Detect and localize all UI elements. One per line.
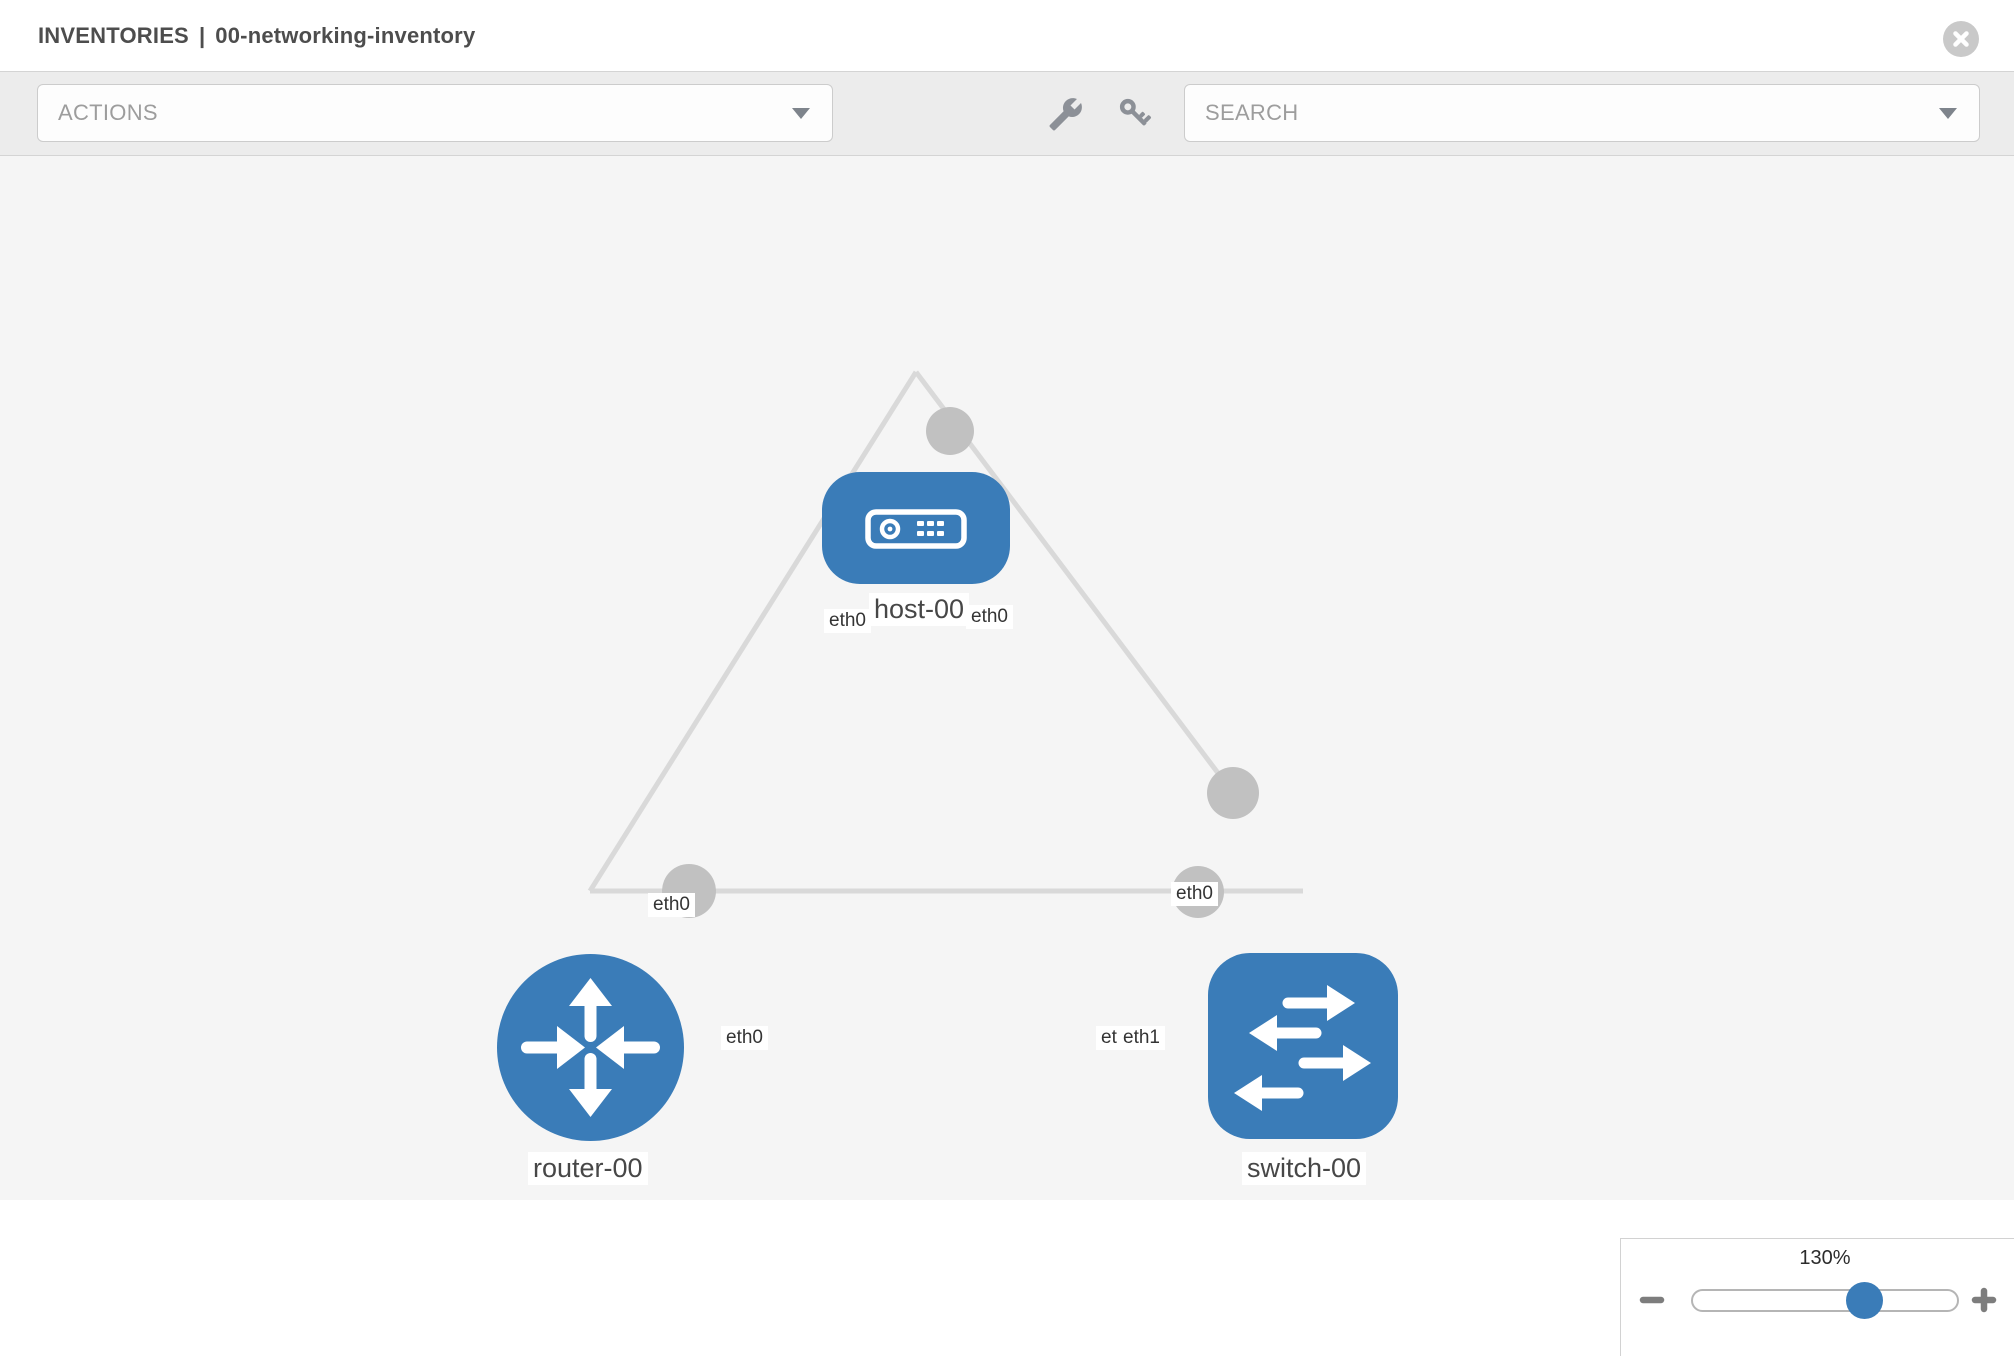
wrench-icon (1049, 97, 1082, 130)
page-title-inventory-name: 00-networking-inventory (215, 22, 476, 48)
host-node-shape (822, 472, 1010, 584)
chevron-down-icon (1939, 108, 1957, 119)
topology-edges (587, 370, 1303, 918)
port-dot-switch-top[interactable] (1207, 767, 1259, 819)
zoom-in-button[interactable] (1967, 1283, 2001, 1317)
toolbar: ACTIONS SEARCH (0, 72, 2014, 156)
switch-icon (1234, 985, 1371, 1111)
node-label-switch-00[interactable]: switch-00 (1242, 1152, 1367, 1186)
port-label-router-right: eth0 (721, 1026, 768, 1050)
zoom-slider-thumb[interactable] (1846, 1282, 1883, 1319)
port-label-host-left: eth0 (824, 609, 871, 633)
host-icon (865, 509, 967, 549)
page-title-section: INVENTORIES (38, 22, 189, 48)
port-label-host-right: eth0 (966, 605, 1013, 629)
port-dot-host[interactable] (926, 407, 974, 455)
configure-button[interactable] (1048, 72, 1084, 155)
zoom-out-button[interactable] (1635, 1283, 1669, 1317)
page-title: INVENTORIES | 00-networking-inventory (38, 0, 475, 71)
close-button[interactable] (1943, 21, 1979, 57)
minus-icon (1639, 1296, 1665, 1304)
switch-node-shape (1208, 953, 1398, 1139)
node-switch-00[interactable] (1208, 953, 1398, 1139)
search-dropdown-label: SEARCH (1205, 100, 1299, 125)
zoom-control-panel: 130% (1620, 1238, 2014, 1356)
credentials-button[interactable] (1116, 72, 1154, 155)
node-router-00[interactable] (497, 954, 684, 1141)
actions-dropdown[interactable]: ACTIONS (37, 84, 833, 142)
node-label-host-00[interactable]: host-00 (869, 593, 970, 627)
page-title-separator: | (198, 22, 206, 48)
link-host-router (587, 370, 919, 893)
port-label-switch-top: eth0 (1171, 882, 1218, 906)
node-host-00[interactable] (822, 472, 1010, 584)
close-icon (1953, 31, 1969, 47)
topology-canvas[interactable]: host-00 router-00 switch-00 eth0 eth0 et… (0, 156, 2014, 1356)
plus-icon (1971, 1287, 1997, 1313)
actions-dropdown-label: ACTIONS (58, 100, 158, 125)
port-label-router-top: eth0 (648, 893, 695, 917)
zoom-level-value: 130% (1799, 1247, 1851, 1269)
port-label-switch-left-over: eth1 (1118, 1026, 1165, 1050)
chevron-down-icon (792, 108, 810, 119)
zoom-slider-track[interactable] (1691, 1289, 1959, 1312)
router-icon (521, 978, 660, 1117)
key-icon (1119, 98, 1152, 125)
node-label-router-00[interactable]: router-00 (528, 1152, 648, 1186)
breadcrumb-header: INVENTORIES | 00-networking-inventory (0, 0, 2014, 72)
search-dropdown[interactable]: SEARCH (1184, 84, 1980, 142)
